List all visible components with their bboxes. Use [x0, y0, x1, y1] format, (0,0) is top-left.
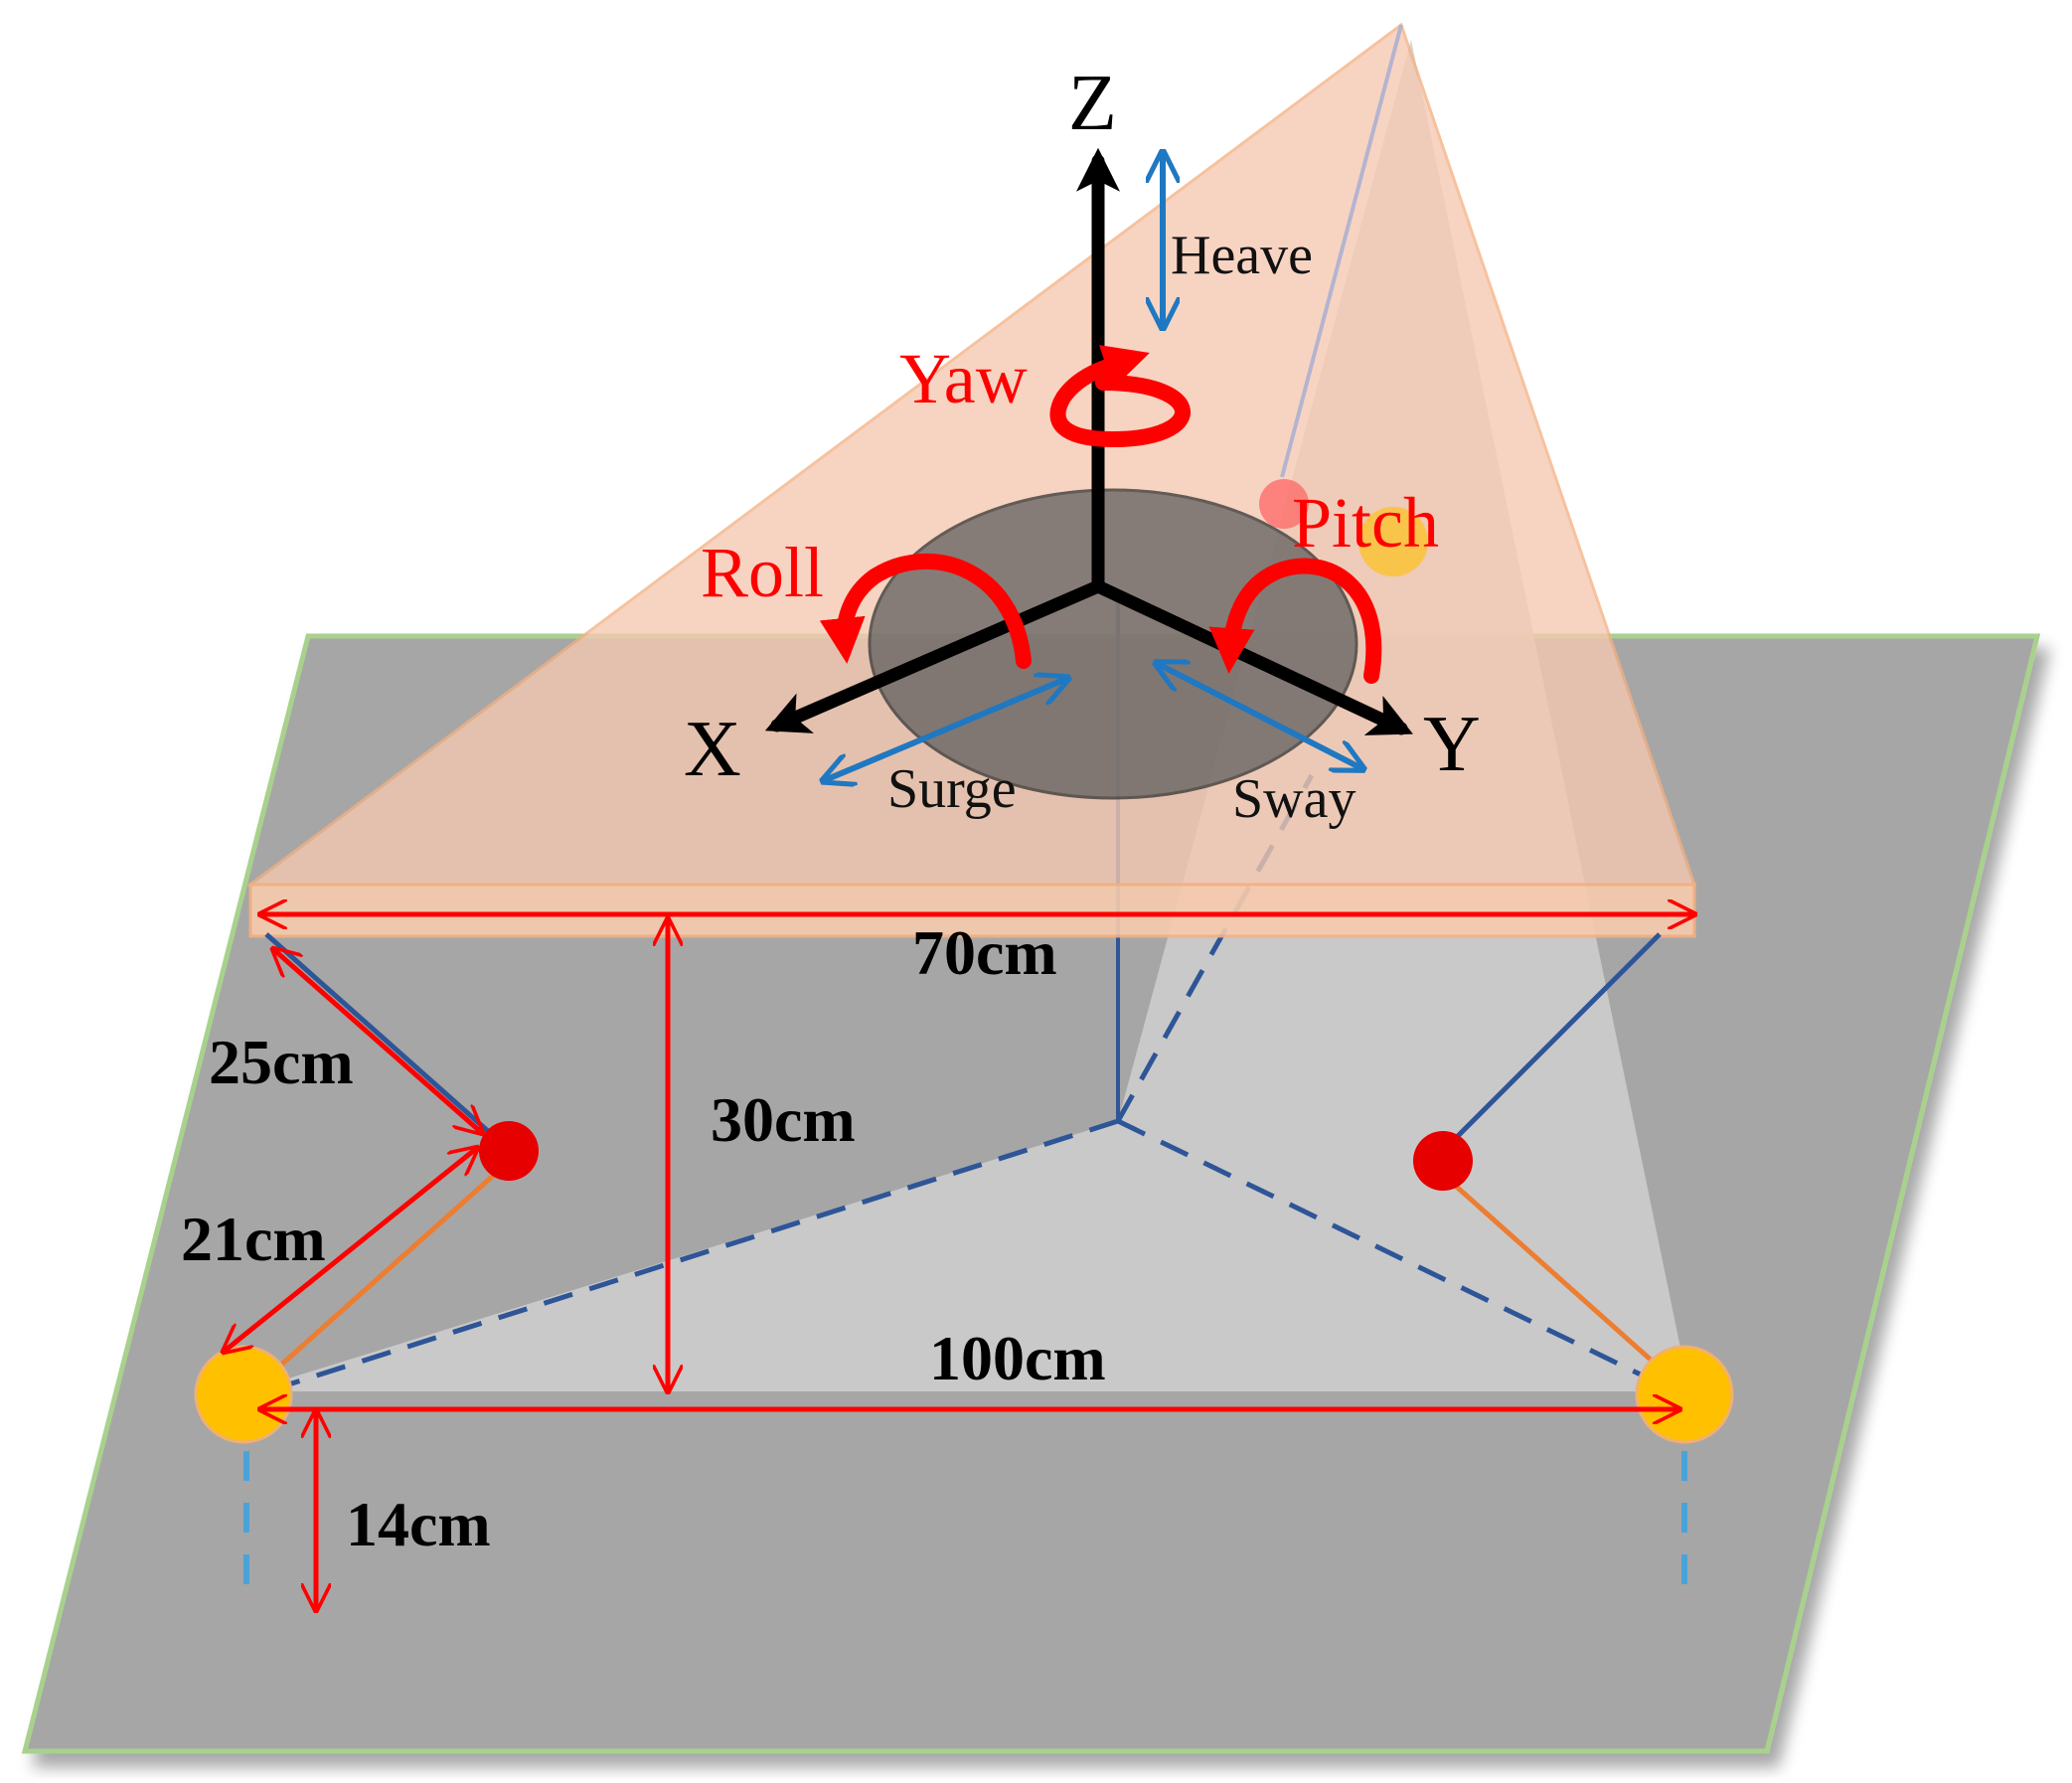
y-axis-label: Y	[1423, 701, 1481, 788]
sway-label: Sway	[1232, 768, 1355, 830]
base-width-label: 100cm	[929, 1323, 1106, 1393]
dimension-arrows	[224, 914, 1694, 1610]
right-base-joint	[1635, 1345, 1734, 1444]
left-base-joint	[194, 1345, 293, 1444]
yaw-arrow	[1049, 345, 1191, 448]
center-disk	[868, 488, 1358, 800]
platform-height-label: 30cm	[711, 1084, 856, 1155]
right-lower-leg	[1439, 1171, 1672, 1378]
rotation-arrows	[819, 345, 1382, 684]
right-knee-joint	[1413, 1131, 1473, 1191]
sway-arrow	[1158, 664, 1361, 768]
lower-link-label: 21cm	[181, 1204, 326, 1274]
upper-link-arrow	[273, 949, 482, 1133]
lower-link-arrow	[224, 1148, 477, 1352]
far-base-joint	[1358, 507, 1428, 576]
z-axis-label: Z	[1068, 60, 1117, 147]
top-plate-back-edge	[1280, 24, 1403, 478]
far-knee-joint	[1259, 479, 1309, 529]
surge-arrow	[825, 679, 1066, 780]
pitch-arrow	[1208, 558, 1382, 684]
base-triangle-dashed-edges	[259, 773, 1681, 1396]
yaw-label: Yaw	[899, 339, 1028, 418]
base-offset-dashes	[243, 1451, 1687, 1600]
roll-arrow	[819, 554, 1032, 669]
pitch-label: Pitch	[1292, 483, 1439, 563]
translation-arrows	[825, 154, 1361, 780]
upper-link-label: 25cm	[209, 1027, 354, 1097]
heave-label: Heave	[1171, 225, 1313, 286]
x-axis-label: X	[684, 706, 741, 793]
offset-label: 14cm	[346, 1489, 491, 1559]
left-knee-joint	[479, 1121, 539, 1181]
surge-label: Surge	[887, 758, 1017, 820]
platform-width-label: 70cm	[912, 917, 1057, 988]
right-upper-leg	[1444, 932, 1662, 1150]
roll-label: Roll	[701, 533, 824, 612]
